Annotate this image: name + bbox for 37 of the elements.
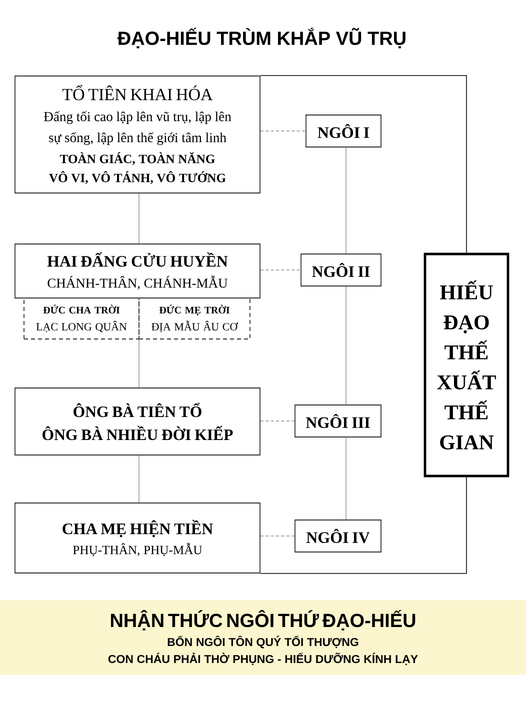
info-box — [14, 76, 260, 194]
connector-line — [138, 339, 140, 388]
info-box — [14, 244, 260, 298]
banner-text: CON CHÁU PHẢI THỜ PHỤNG - HIẾU DƯỠNG KÍNH LẠY — [108, 652, 418, 666]
label-box: NGÔI III — [294, 404, 382, 438]
dashed-box — [24, 298, 140, 340]
banner-heading: NHẬN THỨC NGÔI THỨ ĐẠO-HIẾU — [110, 610, 416, 630]
box-heading: HAI ĐẤNG CỬU HUYỀN — [47, 252, 228, 267]
dashed-line — [260, 420, 295, 422]
label-box: NGÔI II — [300, 254, 382, 286]
box-text: VÔ VI, VÔ TÁNH, VÔ TƯỚNG — [49, 171, 226, 184]
connector-line — [138, 455, 140, 503]
connector-line — [260, 75, 467, 254]
box-heading: ĐỨC CHA TRỜI — [43, 304, 120, 314]
box-heading: ĐỨC MẸ TRỜI — [159, 304, 230, 316]
connector-line — [260, 476, 467, 574]
box-heading: ÔNG BÀ TIÊN TỔ — [74, 402, 202, 418]
box-text: ÔNG BÀ NHIỀU ĐỜI KIẾP — [42, 426, 233, 440]
box-heading: TỔ TIÊN KHAI HÓA — [62, 85, 213, 100]
info-box — [14, 502, 260, 574]
box-text: ĐỊA MẪU ÂU CƠ — [152, 320, 238, 332]
box-heading: CHA MẸ HIỆN TIỀN — [62, 520, 213, 538]
connector-line — [138, 193, 140, 244]
box-text: LẠC LONG QUÂN — [36, 320, 127, 332]
dashed-box — [138, 298, 250, 340]
banner — [0, 600, 526, 675]
text-box: HIẾU ĐẠO THẾ XUẤT THẾ GIAN — [424, 252, 510, 478]
box-text: PHỤ-THÂN, PHỤ-MẪU — [73, 542, 202, 556]
info-box — [14, 388, 260, 456]
box-text: Đấng tối cao lập lên vũ trụ, lập lên sự sống, lập lên thế giới tâm linh — [44, 111, 232, 146]
box-text: TOÀN GIÁC, TOÀN NĂNG — [60, 152, 215, 166]
label-box: NGÔI IV — [294, 520, 382, 552]
title: ĐẠO-HIẾU TRÙM KHẮP VŨ TRỤ — [117, 28, 406, 48]
banner-text: BỐN NGÔI TÔN QUÝ TỐI THƯỢNG — [168, 636, 358, 648]
box-text: CHÁNH-THÂN, CHÁNH-MẪU — [48, 276, 228, 290]
dashed-line — [260, 130, 306, 132]
label-box: NGÔI I — [306, 114, 382, 148]
